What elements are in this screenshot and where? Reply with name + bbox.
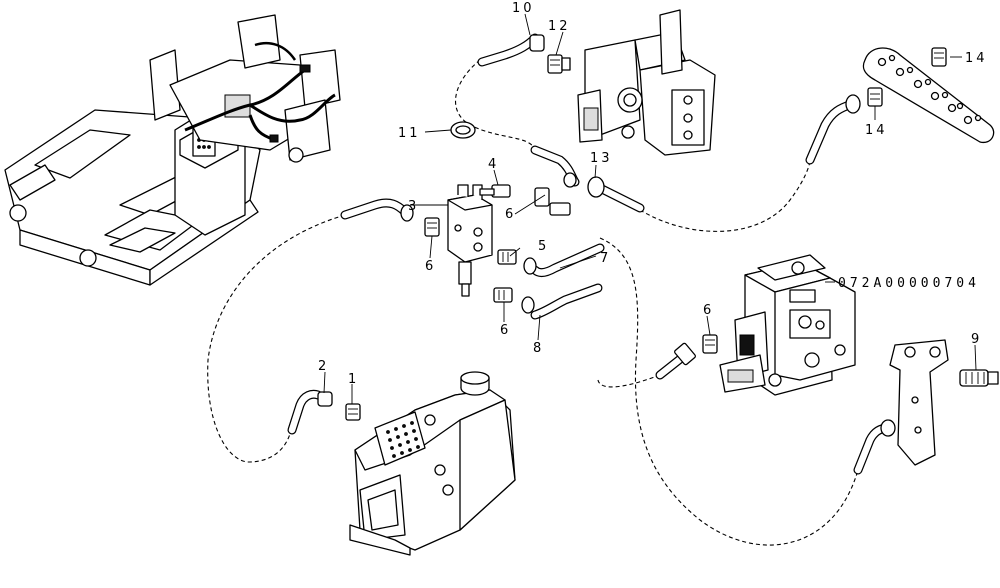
callout-11: 11 [398, 126, 421, 141]
part-13-hose [530, 145, 645, 213]
hydraulic-tank [349, 371, 516, 556]
callout-1: 1 [348, 372, 359, 387]
callout-12: 12 [548, 19, 571, 34]
part-1-fitting [345, 403, 361, 421]
bracket-hose [853, 419, 896, 475]
part-3-divider-valve [447, 184, 493, 297]
part-6-fitting-left [424, 217, 440, 237]
callout-10: 10 [512, 1, 535, 16]
callout-9: 9 [971, 332, 982, 347]
tractor-chassis-assembly [4, 14, 341, 286]
callout-6-pump: 6 [703, 303, 714, 318]
callout-labels: 10 12 11 13 4 3 6 6 5 7 6 8 6 9 14 14 2 … [318, 1, 988, 387]
part-bracket [889, 339, 949, 466]
part-6-fitting-pump [702, 334, 718, 354]
reference-code: 072A00000704 [838, 276, 980, 291]
part-9-sensor [959, 369, 999, 387]
callout-6-left: 6 [425, 259, 436, 274]
callout-4: 4 [488, 157, 499, 172]
part-7-hose [523, 243, 605, 278]
pump-inlet-hose [655, 342, 696, 380]
control-valve-block [577, 9, 716, 156]
callout-14-lower: 14 [865, 123, 888, 138]
part-10-hose-elbow [477, 33, 545, 67]
part-14-fitting [805, 87, 883, 165]
callout-5: 5 [538, 239, 549, 254]
part-12-adapter [547, 54, 571, 74]
callout-14-right: 14 [965, 51, 988, 66]
callout-7: 7 [600, 251, 611, 266]
part-6-fitting-upper [534, 187, 571, 216]
part-11-hose-clamp [450, 121, 476, 139]
callout-3: 3 [408, 199, 419, 214]
part-4-bolt [479, 184, 511, 198]
callout-8: 8 [533, 341, 544, 356]
part-6-fitting-lower [493, 287, 513, 303]
part-8-hose [521, 283, 603, 320]
part-3-hose [340, 198, 414, 222]
part-mount-plate [862, 47, 995, 144]
callout-6-lower: 6 [500, 323, 511, 338]
callout-2: 2 [318, 359, 329, 374]
callout-leaders [323, 13, 977, 404]
callout-6-upper: 6 [505, 207, 516, 222]
part-5-fitting [497, 249, 517, 265]
hydraulic-pump-assembly [719, 254, 856, 396]
part-2-hose [287, 389, 333, 435]
callout-13: 13 [590, 151, 613, 166]
